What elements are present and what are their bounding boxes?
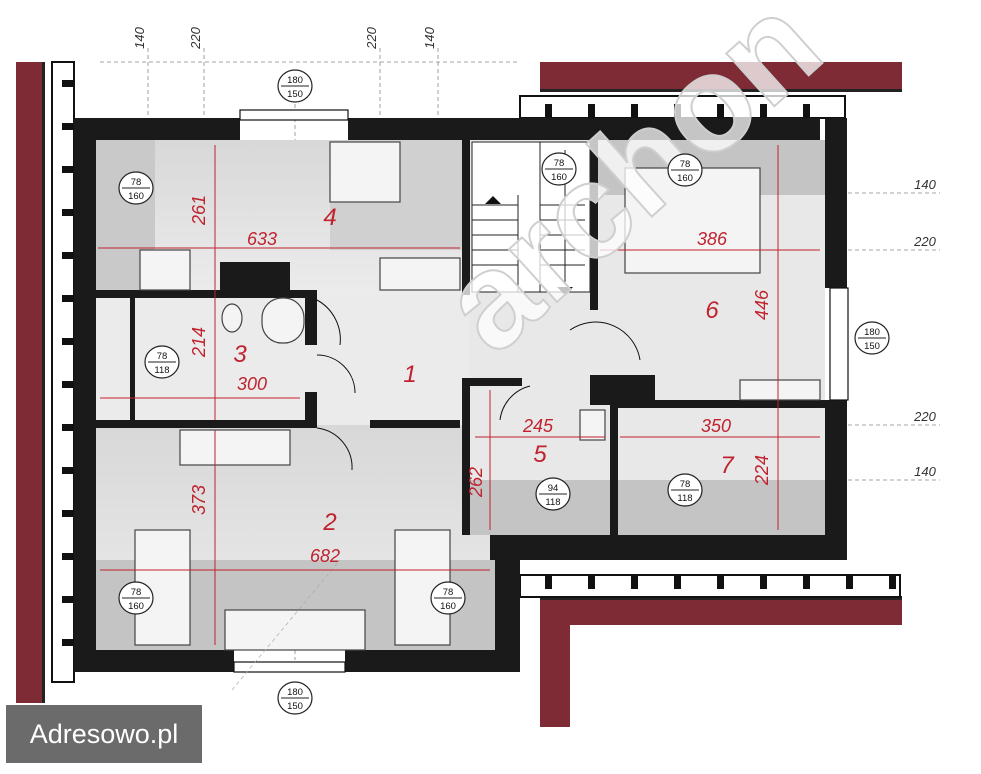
window-height-label: 160: [440, 601, 456, 612]
stairs-up-arrow: [485, 196, 501, 204]
room-number: 1: [403, 361, 416, 388]
window-width-label: 78: [157, 351, 168, 362]
room-width-dim: 386: [697, 229, 728, 249]
window-height-label: 160: [128, 191, 144, 202]
stairs-down-arrow: [557, 287, 573, 295]
window-width-label: 78: [131, 587, 142, 598]
window-width-label: 78: [443, 587, 454, 598]
room-depth-dim: 224: [752, 455, 772, 486]
room-width-dim: 682: [310, 546, 340, 566]
walls: [74, 118, 847, 672]
window-height-label: 118: [677, 493, 692, 504]
room-number: 7: [720, 452, 735, 479]
window-size-badges: 1801507816078160781601801507811894118781…: [118, 69, 890, 715]
window-height-label: 160: [551, 172, 567, 183]
top-dim-label: 220: [364, 26, 379, 49]
window-height-label: 150: [287, 89, 303, 100]
window-width-label: 78: [680, 479, 691, 490]
window-openings: [233, 109, 849, 673]
room-number: 6: [705, 297, 719, 324]
top-dimensions: 140 220 220 140: [132, 26, 437, 49]
room-number: 2: [322, 509, 336, 536]
room-width-dim: 350: [701, 416, 731, 436]
room-number: 3: [233, 341, 247, 368]
room-width-dim: 300: [237, 374, 267, 394]
window-width-label: 78: [680, 159, 691, 170]
window-width-label: 78: [554, 158, 565, 169]
roof-edges: [16, 62, 902, 727]
window-height-label: 118: [154, 365, 169, 376]
adresowo-badge[interactable]: Adresowo.pl: [4, 703, 204, 765]
top-dim-label: 140: [132, 26, 147, 48]
right-dim-label: 220: [913, 234, 936, 249]
room-width-dim: 245: [522, 416, 554, 436]
window-height-label: 118: [545, 497, 560, 508]
right-dim-label: 140: [914, 177, 936, 192]
window-height-label: 150: [287, 701, 303, 712]
dimension-lines: [98, 145, 820, 645]
adresowo-badge-label: Adresowo.pl: [29, 719, 179, 749]
rafter-marks: [62, 80, 896, 646]
room-number: 5: [533, 441, 547, 468]
room-depth-dim: 214: [189, 327, 209, 358]
room-depth-dim: 373: [189, 485, 209, 515]
window-width-label: 94: [548, 483, 559, 494]
room-depth-dim: 261: [189, 195, 209, 226]
window-width-label: 180: [864, 327, 880, 338]
room-width-dim: 633: [247, 229, 277, 249]
room-depth-dim: 446: [752, 289, 772, 320]
window-width-label: 180: [287, 687, 303, 698]
top-dim-label: 140: [422, 26, 437, 48]
room-number: 4: [323, 204, 336, 231]
window-width-label: 180: [287, 75, 303, 86]
right-dim-label: 140: [914, 464, 936, 479]
window-height-label: 150: [864, 341, 880, 352]
furniture: [134, 141, 821, 651]
door-swings: [316, 299, 641, 471]
right-dim-label: 220: [913, 409, 936, 424]
top-dim-label: 220: [188, 26, 203, 49]
window-height-label: 160: [128, 601, 144, 612]
window-height-label: 160: [677, 173, 693, 184]
room-labels: 1 2 682 373 3 300 214 4 633 261 5 245 262 6 386 446 7 350…: [189, 195, 772, 566]
window-width-label: 78: [131, 177, 142, 188]
room-depth-dim: 262: [466, 467, 486, 498]
right-dimensions: 140 220 220 140: [913, 177, 936, 479]
